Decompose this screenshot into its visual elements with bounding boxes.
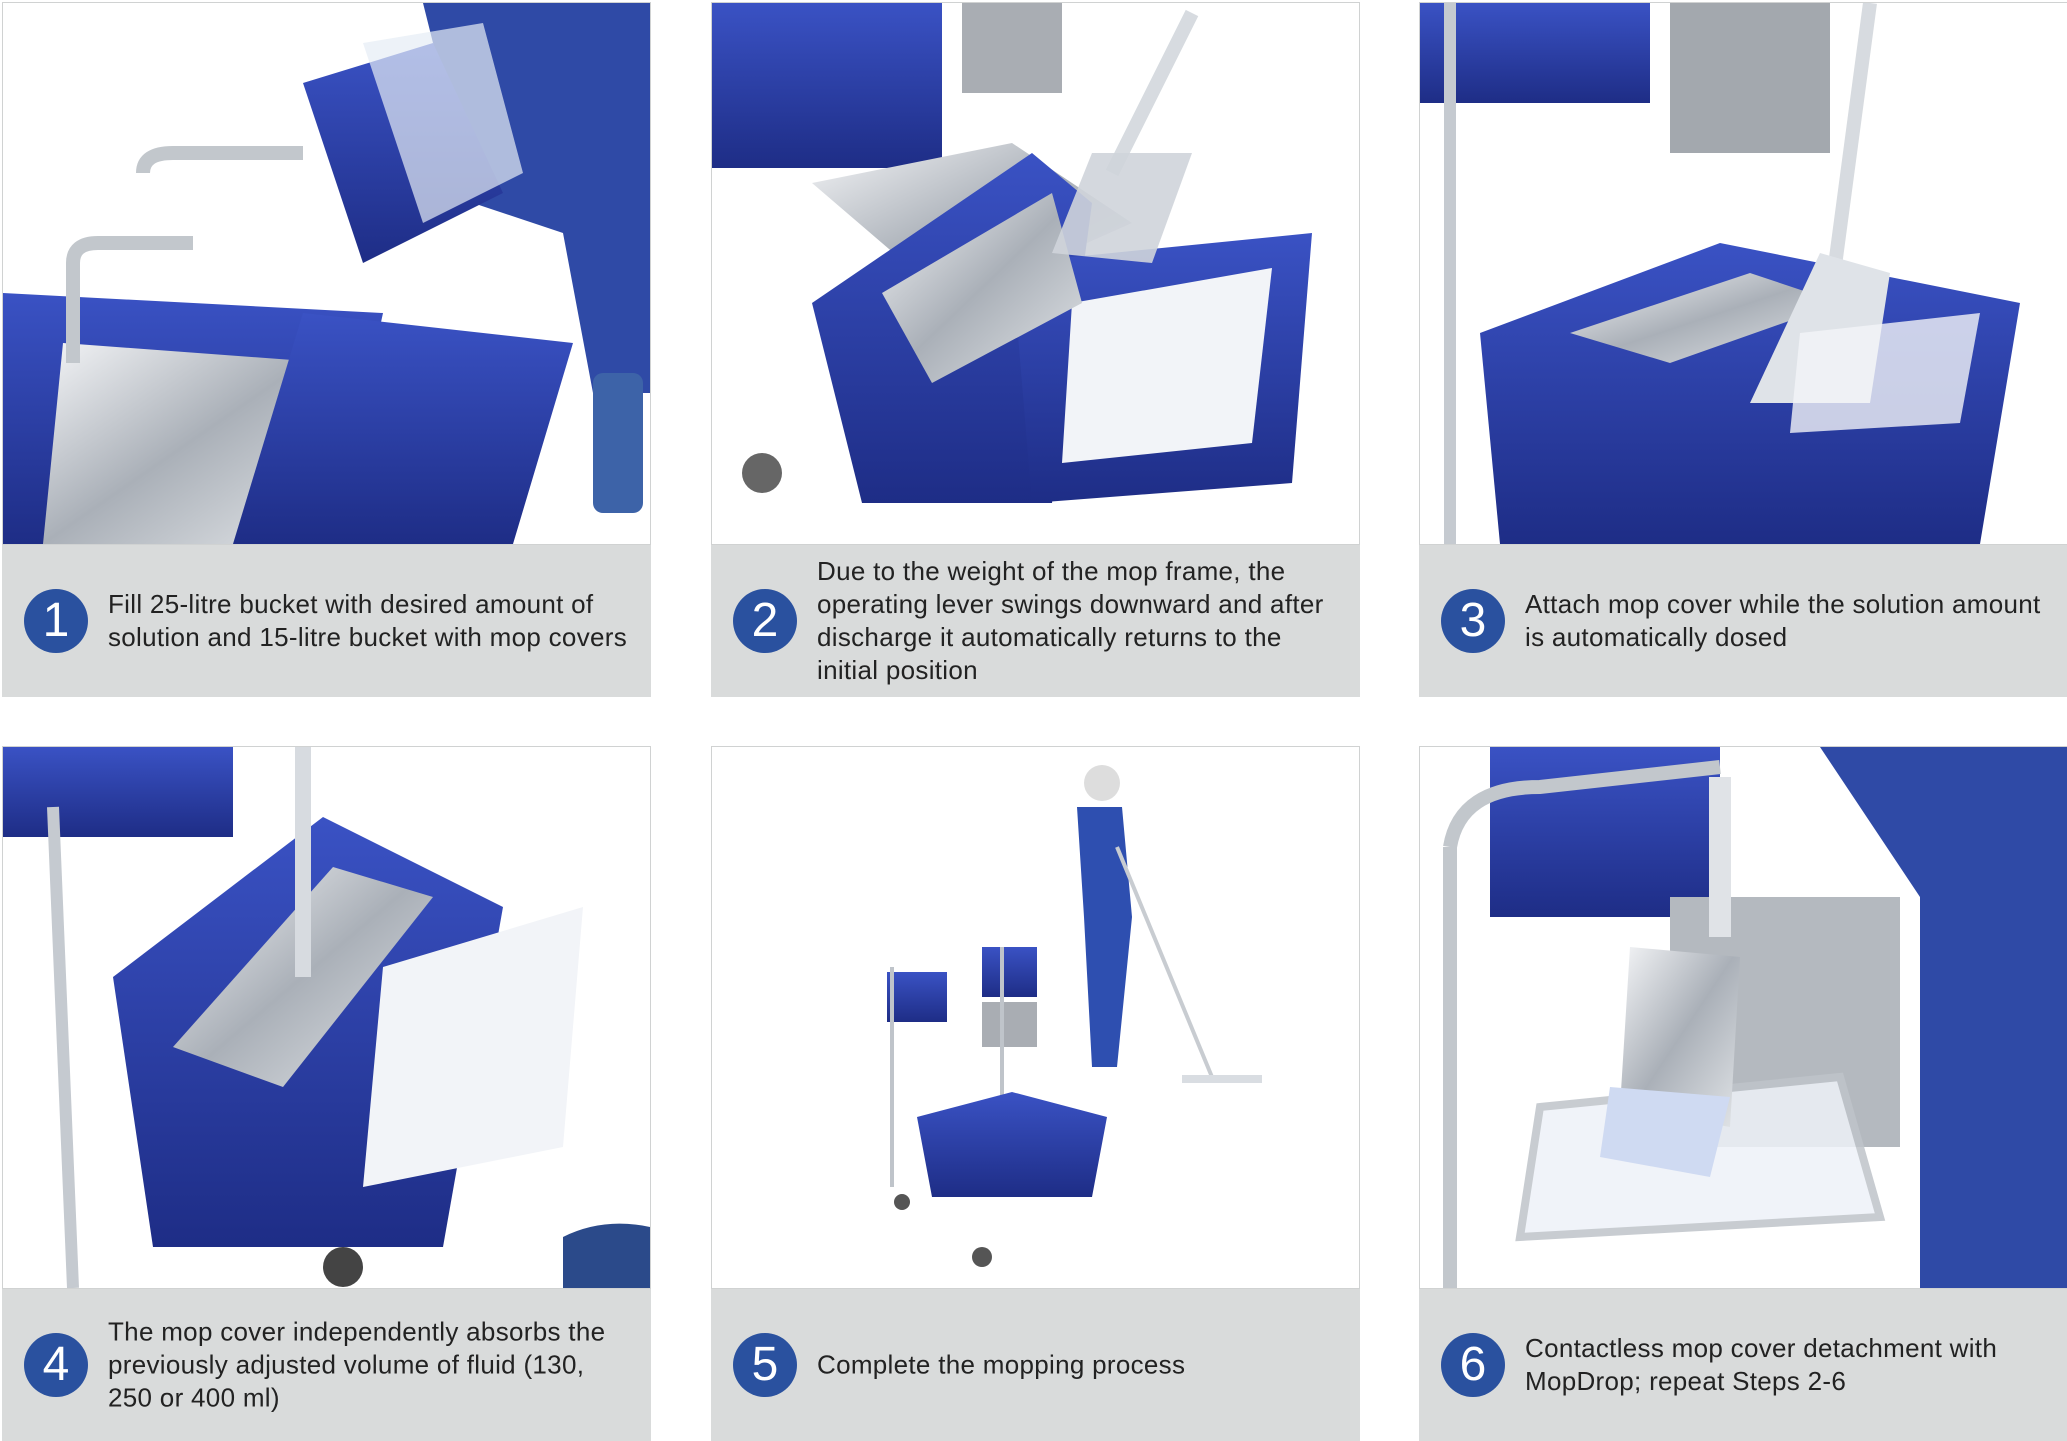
step-3-caption: 3 Attach mop cover while the solution am… <box>1419 545 2067 697</box>
step-description: Contactless mop cover detachment with Mo… <box>1525 1333 1998 1396</box>
step-5-panel: 5 Complete the mopping process <box>711 746 1360 1441</box>
step-number-badge: 3 <box>1441 589 1505 653</box>
step-3-panel: 3 Attach mop cover while the solution am… <box>1419 2 2067 697</box>
step-4-caption: 4 The mop cover independently absorbs th… <box>2 1289 651 1441</box>
step-number-badge: 6 <box>1441 1333 1505 1397</box>
mopping-person-illustration <box>887 765 1262 1267</box>
mop-frame-lever-illustration <box>712 3 1312 503</box>
mop-cover-attach-illustration <box>1420 3 2020 544</box>
step-description: Complete the mopping process <box>817 1349 1186 1380</box>
step-1-caption: 1 Fill 25-litre bucket with desired amou… <box>2 545 651 697</box>
step-2-panel: 2 Due to the weight of the mop frame, th… <box>711 2 1360 697</box>
step-description: Attach mop cover while the solution amou… <box>1525 589 2041 652</box>
step-description: Fill 25-litre bucket with desired amount… <box>108 589 628 652</box>
step-4-panel: 4 The mop cover independently absorbs th… <box>2 746 651 1441</box>
step-description: The mop cover independently absorbs the … <box>108 1316 606 1413</box>
step-4-photo <box>2 746 651 1289</box>
step-number-badge: 5 <box>733 1333 797 1397</box>
step-6-photo <box>1419 746 2067 1289</box>
step-6-panel: 6 Contactless mop cover detachment with … <box>1419 746 2067 1441</box>
mopdrop-detach-illustration <box>1443 747 2067 1288</box>
step-3-photo <box>1419 2 2067 545</box>
mop-absorb-illustration <box>3 747 650 1288</box>
step-number-badge: 1 <box>24 589 88 653</box>
step-2-caption: 2 Due to the weight of the mop frame, th… <box>711 545 1360 697</box>
step-5-caption: 5 Complete the mopping process <box>711 1289 1360 1441</box>
step-5-photo <box>711 746 1360 1289</box>
step-number-badge: 2 <box>733 589 797 653</box>
step-6-caption: 6 Contactless mop cover detachment with … <box>1419 1289 2067 1441</box>
step-number-badge: 4 <box>24 1333 88 1397</box>
bucket-fill-illustration <box>3 3 650 544</box>
step-description: Due to the weight of the mop frame, the … <box>817 556 1324 685</box>
step-1-panel: 1 Fill 25-litre bucket with desired amou… <box>2 2 651 697</box>
step-1-photo <box>2 2 651 545</box>
step-2-photo <box>711 2 1360 545</box>
